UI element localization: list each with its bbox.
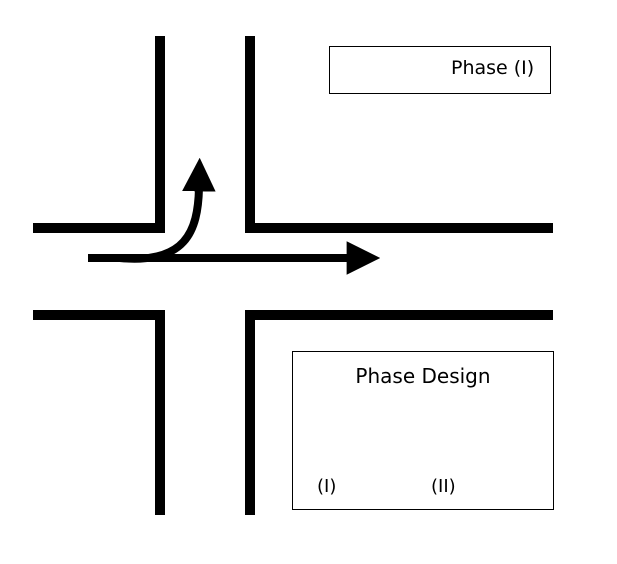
legend-label: Phase (I) bbox=[451, 57, 535, 79]
phase-i-label: (I) bbox=[317, 476, 337, 497]
legend-box: Phase (I) bbox=[329, 46, 551, 94]
phase-movements bbox=[88, 157, 381, 275]
road-edge-bottom-left bbox=[33, 310, 165, 515]
phase-ii-label: (II) bbox=[431, 476, 456, 497]
road-edge-top-left bbox=[33, 36, 165, 233]
road-edges bbox=[33, 36, 553, 515]
road-edge-top-right bbox=[245, 36, 553, 233]
phase-design-box: Phase Design (I) (II) bbox=[292, 351, 554, 510]
phase-design-title: Phase Design bbox=[355, 364, 491, 388]
left-turn-arrow bbox=[119, 157, 216, 263]
road-edge-bottom-right bbox=[245, 310, 553, 515]
